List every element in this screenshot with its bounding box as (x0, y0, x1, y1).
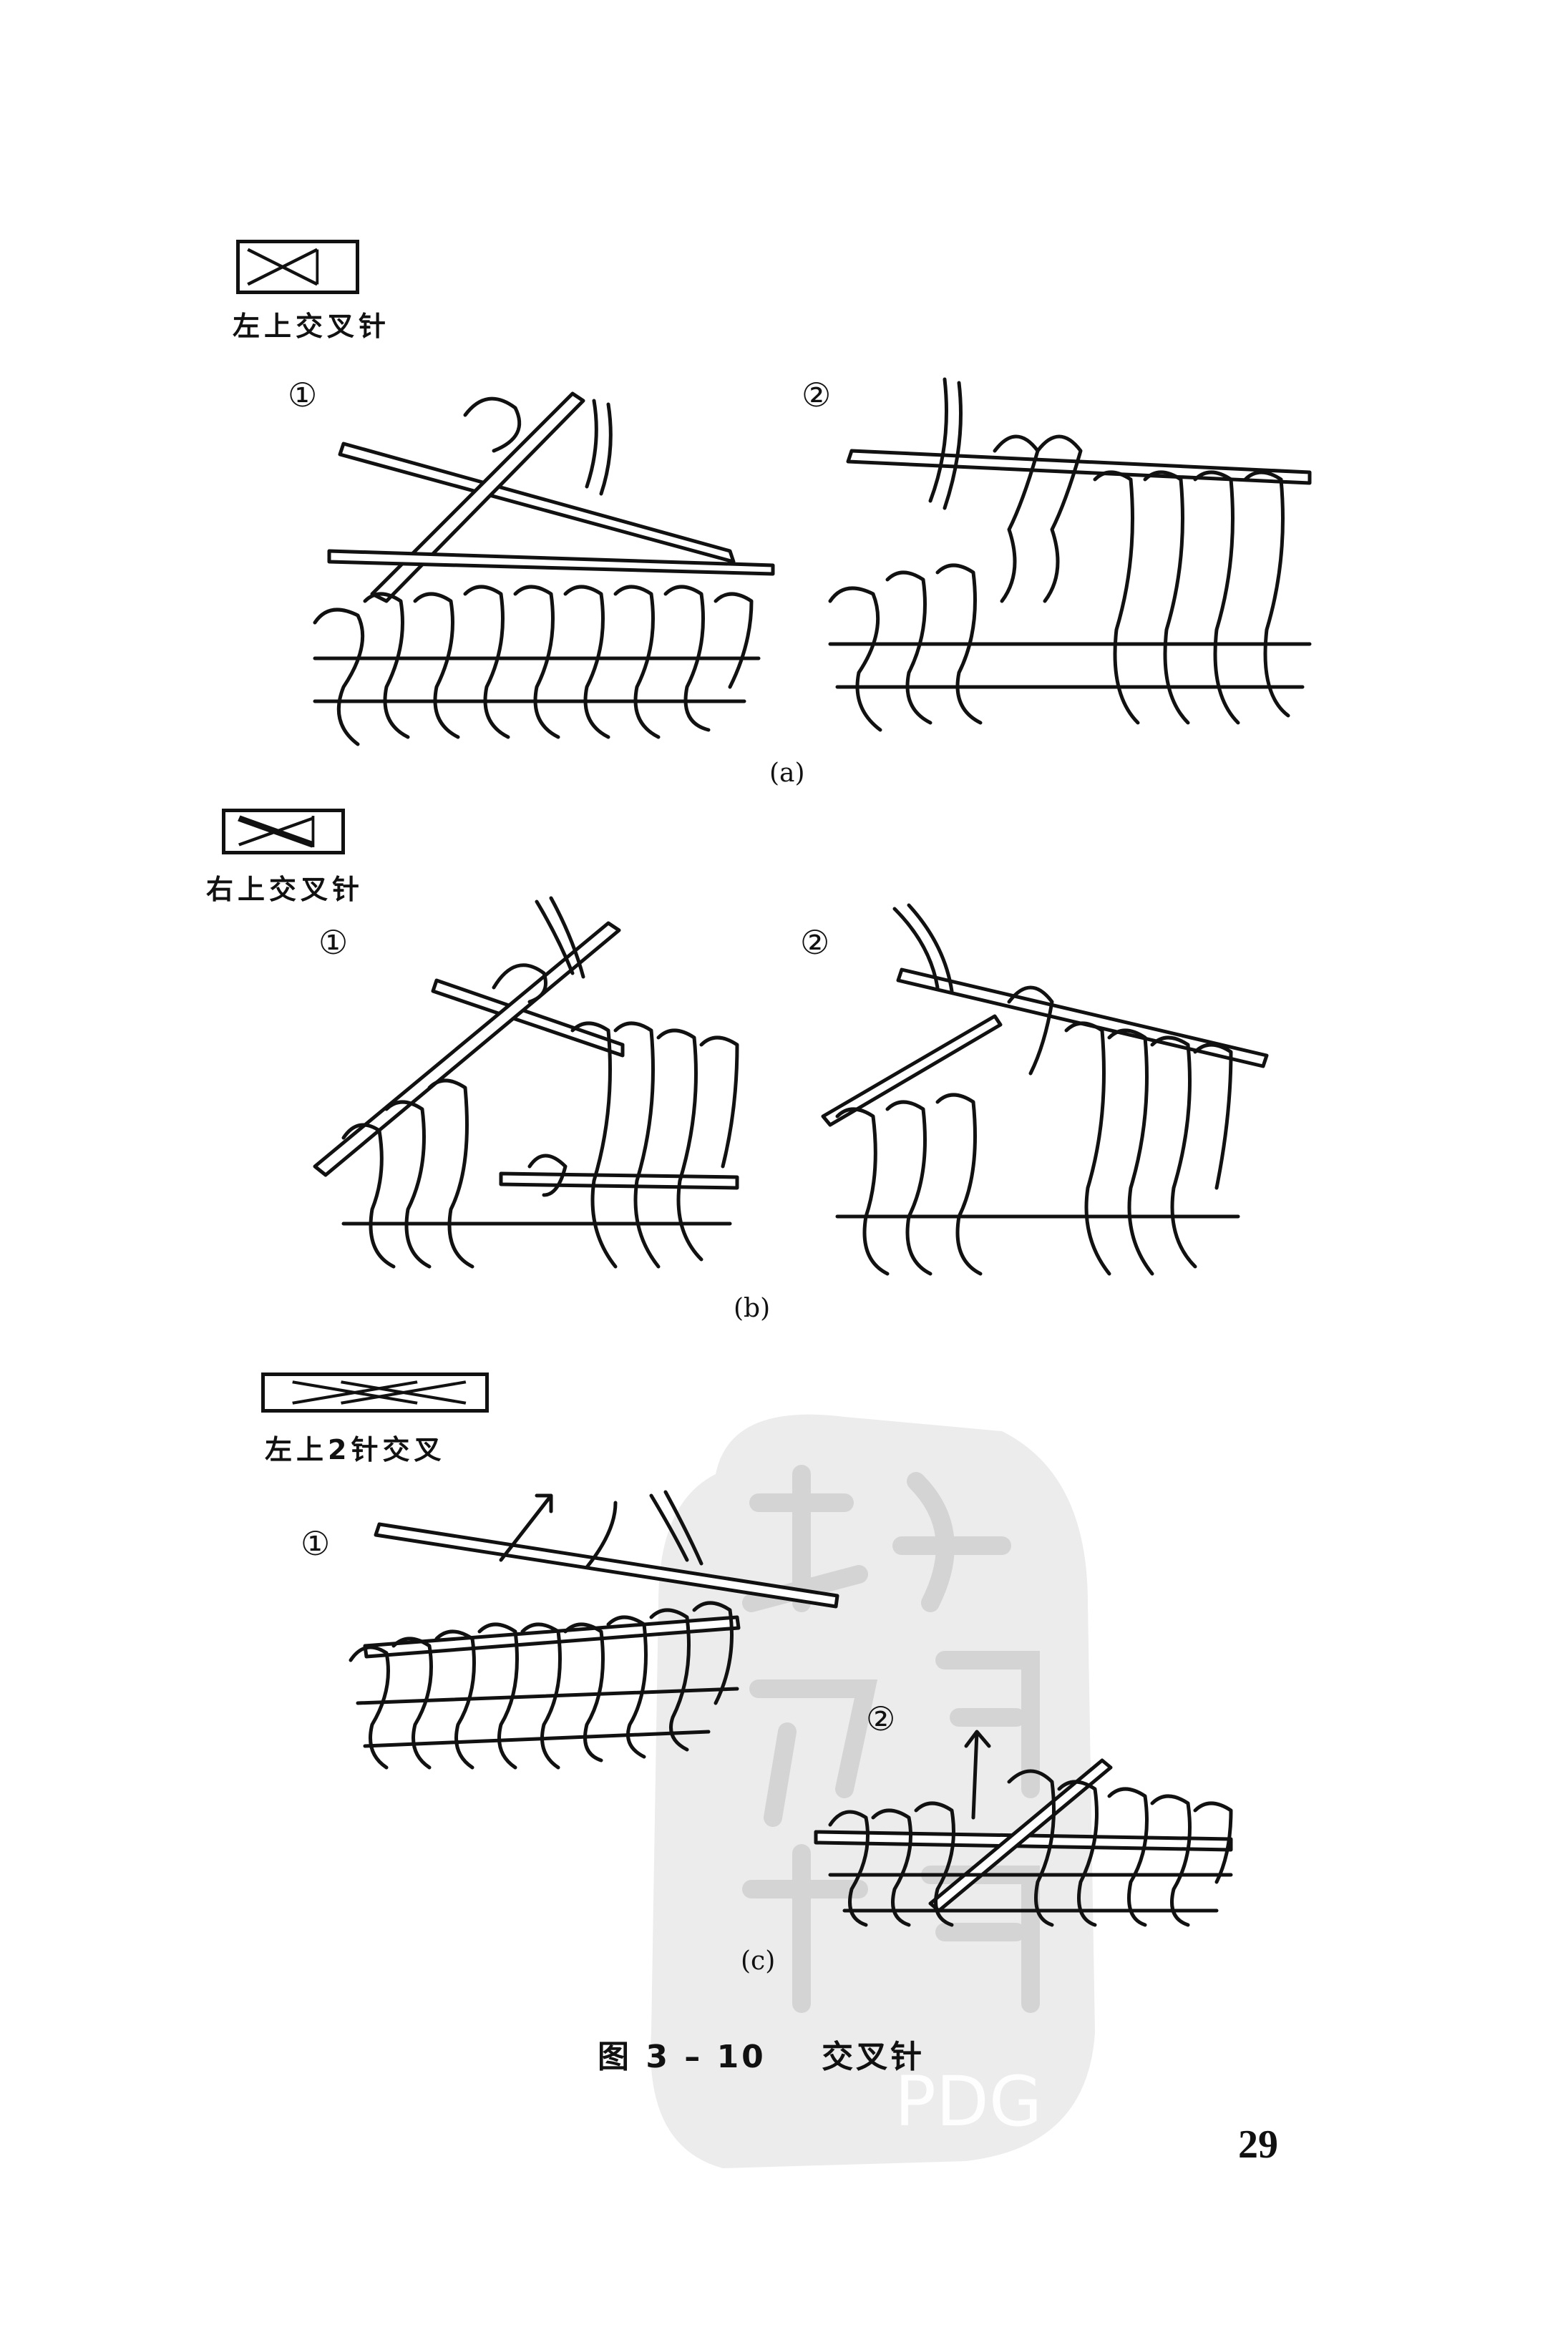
section-b-caption: 右上交叉针 (206, 874, 364, 905)
section-c-sublabel: (c) (741, 1946, 776, 1976)
section-b-step1-illustration (301, 894, 759, 1288)
watermark-text: PDG (895, 2062, 1042, 2142)
page-number: 29 (1238, 2122, 1278, 2167)
section-a-step2-number: ② (802, 376, 832, 414)
section-b-step2-number: ② (800, 923, 830, 962)
section-a-step1-illustration (301, 386, 787, 759)
figure-title: 图 3 – 10 交叉针 (598, 2039, 925, 2075)
section-a-step2-illustration (809, 372, 1324, 744)
section-c-step1-number: ① (301, 1524, 331, 1563)
section-c-step2-number: ② (866, 1700, 896, 1738)
section-a-sublabel: (a) (769, 759, 805, 788)
watermark-seal: PDG (630, 1388, 1131, 2183)
section-c-step2-illustration (802, 1717, 1245, 1932)
section-c-step1-illustration (336, 1474, 852, 1782)
section-c-caption: 左上2针交叉 (265, 1434, 446, 1466)
section-b-step1-number: ① (318, 923, 349, 962)
section-a-caption: 左上交叉针 (233, 311, 391, 342)
left-cross-symbol-box (236, 240, 359, 294)
right-cross-symbol-box (222, 809, 345, 854)
section-b-sublabel: (b) (734, 1294, 771, 1323)
section-b-step2-illustration (794, 902, 1281, 1288)
section-a-step1-number: ① (288, 376, 318, 414)
left-two-cross-symbol-box (261, 1373, 489, 1413)
